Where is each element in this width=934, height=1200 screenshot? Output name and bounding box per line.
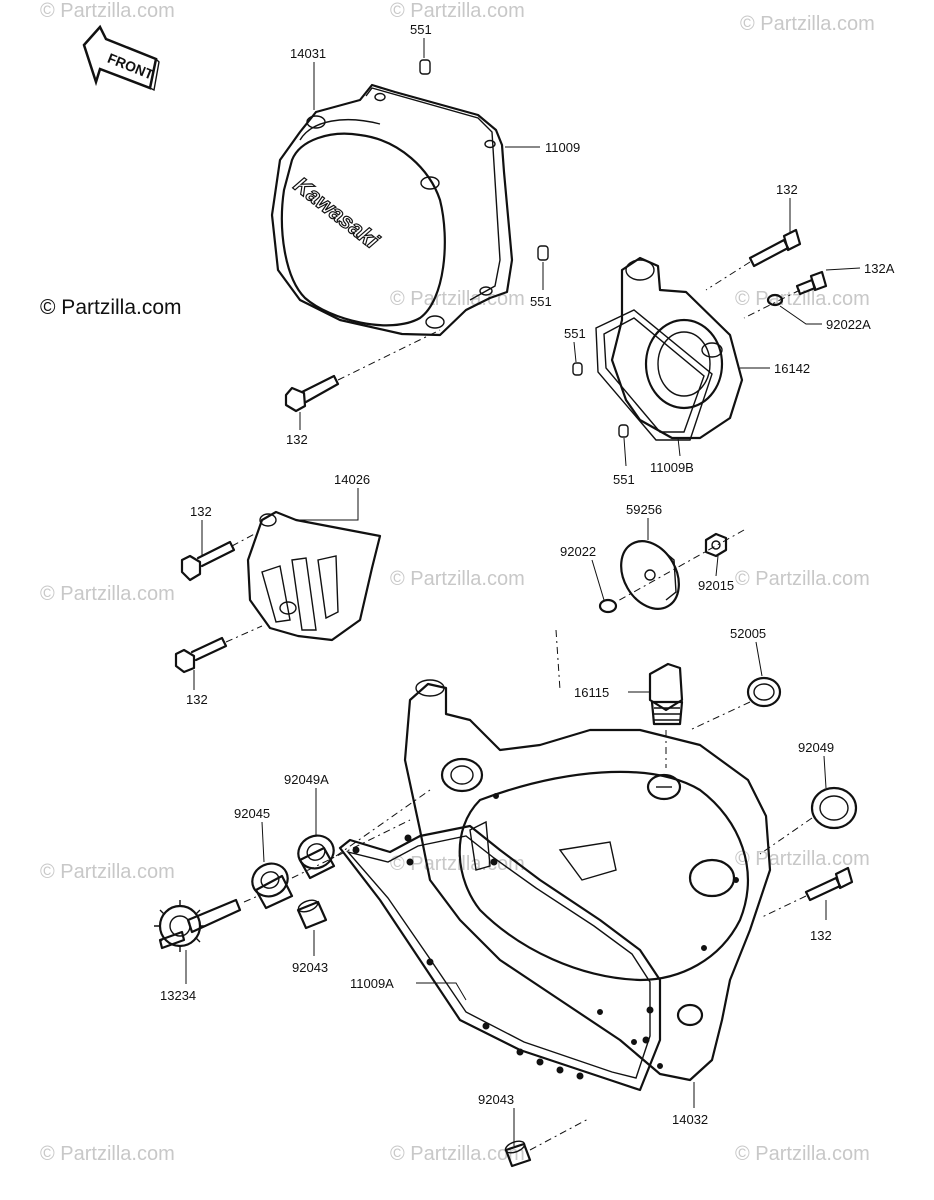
watermark: © Partzilla.com [735,1143,870,1165]
oil-seal-92049 [810,786,858,830]
label-11009b[interactable]: 11009B [650,460,694,475]
washer-92022 [598,598,618,614]
label-92045[interactable]: 92045 [234,806,270,821]
watermark: © Partzilla.com [390,1143,525,1165]
label-551[interactable]: 551 [613,472,635,487]
bearing-92049a [297,834,336,880]
label-551[interactable]: 551 [564,326,586,341]
water-pump-cover-16142 [595,256,744,441]
kawasaki-logo: Kawasaki [289,172,384,254]
watermark: © Partzilla.com [40,583,175,605]
dowel-pin [618,424,629,438]
label-92022a[interactable]: 92022A [826,317,871,332]
watermark: © Partzilla.com [735,848,870,870]
watermark: © Partzilla.com [735,288,870,310]
label-59256[interactable]: 59256 [626,502,662,517]
dowel-pin [419,59,431,75]
bolt-132 [804,866,854,902]
bearing-92045 [251,862,294,910]
label-16115[interactable]: 16115 [574,685,609,700]
watermark: © Partzilla.com [40,0,175,22]
label-132[interactable]: 132 [190,504,212,519]
watermark: © Partzilla.com [390,288,525,310]
front-arrow-icon: FRONT [82,24,160,92]
filler-cap-16115 [648,662,684,726]
watermark-layer: © Partzilla.com © Partzilla.com © Partzi… [40,0,875,1165]
label-92043[interactable]: 92043 [478,1092,514,1107]
label-11009a[interactable]: 11009A [350,976,394,991]
dowel-pin [537,245,549,261]
label-92049[interactable]: 92049 [798,740,834,755]
label-52005[interactable]: 52005 [730,626,766,641]
label-92049a[interactable]: 92049A [284,772,329,787]
label-14032[interactable]: 14032 [672,1112,708,1127]
label-132[interactable]: 132 [286,432,308,447]
label-14031[interactable]: 14031 [290,46,326,61]
clutch-cover-14032 [403,679,772,1082]
label-551[interactable]: 551 [530,294,552,309]
label-132[interactable]: 132 [186,692,208,707]
bolt-132 [748,228,802,268]
pump-gear-13234 [154,898,242,952]
watermark: © Partzilla.com [40,1143,175,1165]
label-92043[interactable]: 92043 [292,960,328,975]
watermark: © Partzilla.com [740,13,875,35]
label-13234[interactable]: 13234 [160,988,196,1003]
label-132[interactable]: 132 [810,928,832,943]
part-labels: 14031 551 11009 551 132 132 132A 92022A … [160,22,895,1127]
label-92022[interactable]: 92022 [560,544,596,559]
bolt-132 [180,540,236,582]
seal-52005 [746,676,782,708]
label-551[interactable]: 551 [410,22,432,37]
bolt-132 [174,636,228,674]
watermark: © Partzilla.com [40,861,175,883]
copyright-notice: © Partzilla.com [40,296,182,319]
watermark: © Partzilla.com [390,853,525,875]
label-132a[interactable]: 132A [864,261,895,276]
washer-92022a [766,293,784,307]
label-16142[interactable]: 16142 [774,361,810,376]
impeller-59256 [620,540,680,610]
watermark: © Partzilla.com [390,568,525,590]
pin-92043 [296,899,328,930]
pin-92043 [504,1140,532,1168]
label-14026[interactable]: 14026 [334,472,370,487]
label-11009[interactable]: 11009 [545,140,580,155]
watermark: © Partzilla.com [390,0,525,22]
watermark: © Partzilla.com [735,568,870,590]
bolt-132 [284,374,340,413]
label-132[interactable]: 132 [776,182,798,197]
dowel-pin [572,362,583,376]
bolt-132a [795,270,828,296]
label-92015[interactable]: 92015 [698,578,734,593]
leader-lines [185,38,861,1146]
nut-92015 [704,532,728,558]
sprocket-cover-14026 [246,510,382,642]
gasket-11009a [338,824,662,1092]
